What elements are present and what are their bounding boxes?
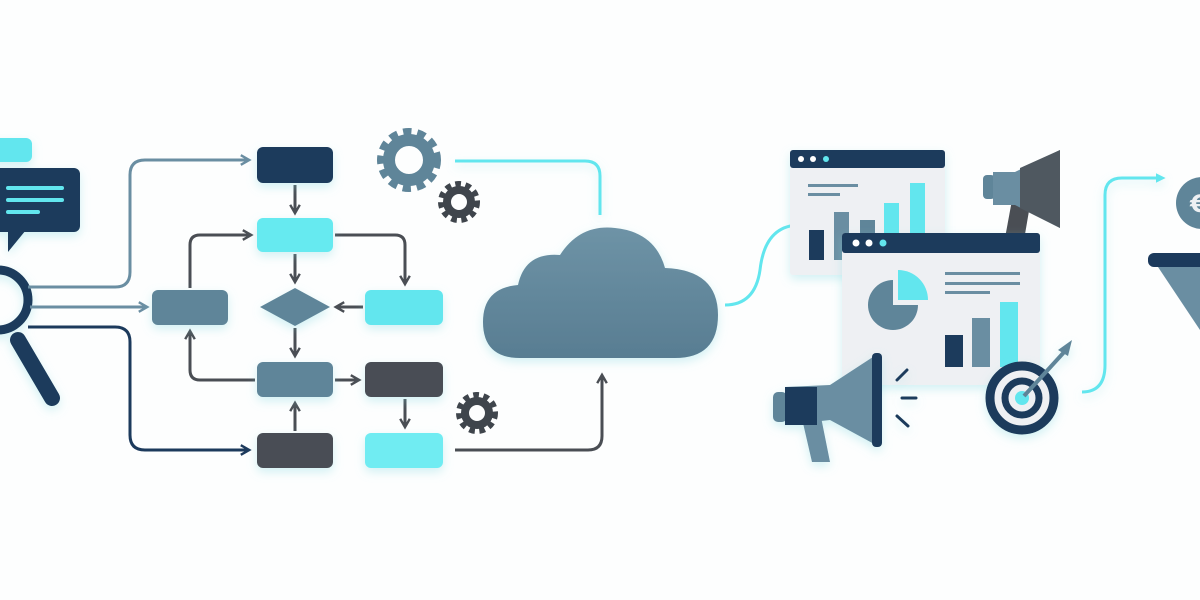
- flow-node-start: [257, 147, 333, 183]
- gear-icon-bottom: [456, 392, 498, 434]
- connector-target-to-funnel: [1081, 173, 1166, 394]
- magnifier-icon: [0, 265, 60, 406]
- gear-icon-small: [438, 181, 480, 223]
- flow-node-step-1: [257, 218, 333, 252]
- gear-icon-large: [377, 128, 441, 192]
- flow-node-step-3: [365, 433, 443, 468]
- flow-node-dark-1: [365, 362, 443, 397]
- megaphone-icon-bottom: [773, 353, 918, 462]
- connector-cloud-to-dashboard: [724, 220, 804, 307]
- funnel-icon: [1148, 253, 1200, 330]
- flow-node-input: [152, 290, 228, 325]
- flow-decision-diamond: [260, 288, 330, 326]
- chat-bubble-icon: [0, 138, 80, 252]
- connector-top: [28, 154, 252, 289]
- dashboard-window-front: [842, 233, 1040, 385]
- flow-node-step-2: [365, 290, 443, 325]
- pie-chart-icon: [868, 270, 928, 330]
- connector-gear-to-cloud: [455, 159, 602, 215]
- flowchart-arrows: [184, 185, 608, 452]
- euro-coin-icon: €: [1176, 177, 1200, 229]
- megaphone-icon-top: [983, 150, 1060, 240]
- euro-symbol: €: [1189, 190, 1200, 218]
- target-icon: [985, 340, 1072, 435]
- connector-bottom: [28, 325, 252, 456]
- cloud-icon: [483, 227, 718, 358]
- flow-node-dark-2: [257, 433, 333, 468]
- flow-node-process: [257, 362, 333, 397]
